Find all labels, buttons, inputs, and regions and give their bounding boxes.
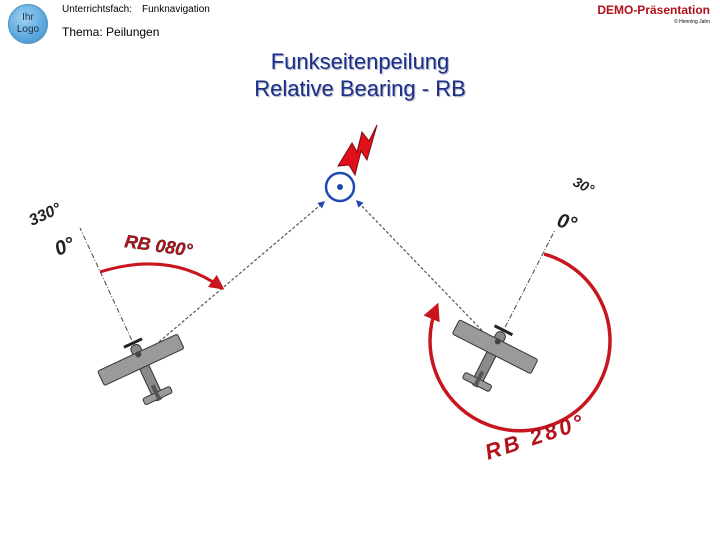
left-heading-line	[79, 227, 141, 359]
subject-value: Funknavigation	[142, 4, 210, 15]
right-heading-zero-label: 0°	[555, 210, 580, 236]
left-rb-arc	[99, 262, 225, 290]
left-bearing-line	[139, 201, 326, 359]
right-rb-label: RB 280°	[482, 409, 589, 465]
logo-line1: Ihr	[22, 12, 34, 23]
title-line1: Funkseitenpeilung	[270, 49, 450, 74]
topic-label: Thema: Peilungen	[62, 25, 160, 39]
right-heading-compass-label: 30°	[571, 173, 597, 197]
title-line2: Relative Bearing - RB	[254, 76, 466, 101]
beacon-icon	[324, 171, 356, 203]
left-heading-compass-label: 330°	[27, 200, 65, 230]
right-heading-line	[495, 229, 556, 346]
demo-label: DEMO-Präsentation	[597, 3, 710, 17]
lightning-icon	[337, 124, 378, 177]
right-bearing-line	[355, 199, 497, 346]
right-rb-arc	[423, 252, 612, 433]
copyright: © Henning Jahn	[674, 19, 710, 25]
subject-label: Unterrichtsfach:	[62, 4, 133, 15]
left-aircraft-icon	[97, 334, 184, 405]
page-title: Funkseitenpeilung Relative Bearing - RB	[0, 48, 720, 102]
left-heading-zero-label: 0°	[52, 233, 79, 261]
right-aircraft-icon	[452, 319, 538, 392]
logo-line2: Logo	[16, 24, 40, 35]
left-rb-label: RB 080°	[123, 231, 194, 260]
logo: Ihr Logo	[8, 4, 48, 44]
